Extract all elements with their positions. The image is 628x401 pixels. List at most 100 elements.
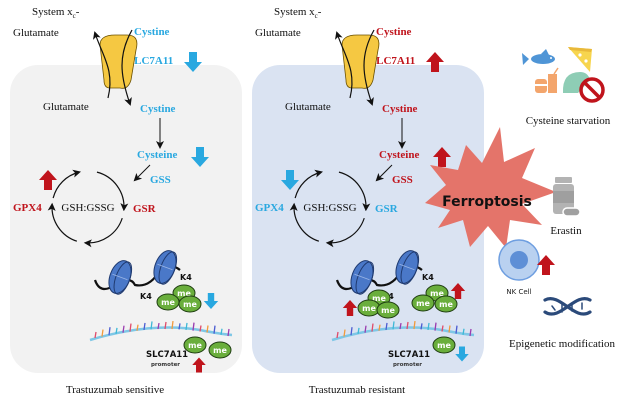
gsr-label: GSR xyxy=(133,203,157,215)
h3k4-methyl-group-icon: me xyxy=(357,299,381,317)
promoter-base-tick xyxy=(199,325,202,332)
h3k4-methyl-group-icon: me xyxy=(376,301,400,319)
promoter-base-tick xyxy=(455,325,458,334)
promoter-base-tick xyxy=(385,322,388,331)
promoter-base-tick xyxy=(371,323,374,332)
gsh-gssg-label: GSH:GSSG xyxy=(61,202,114,214)
promoter-base-tick xyxy=(94,331,97,339)
burger-drink-icon xyxy=(534,67,559,93)
promoter-base-tick xyxy=(220,328,223,335)
glutamate-export-arrow xyxy=(335,31,353,99)
slc7a11-label: SLC7A11 xyxy=(370,55,415,67)
h3k4-methyl-group-icon: me xyxy=(411,294,435,312)
promoter-base-tick xyxy=(441,325,444,332)
histone-line xyxy=(112,273,128,281)
gsh-gssg-cycle xyxy=(289,169,371,248)
system-xc-label: System xc- xyxy=(32,6,80,20)
histone-line xyxy=(157,263,173,271)
cystine-import-arrow xyxy=(121,29,133,106)
promoter-methyl-group-icon: me xyxy=(432,336,456,354)
slc7a11-down-arrow-icon xyxy=(184,52,202,72)
glutamate-intracellular-label: Glutamate xyxy=(43,101,89,113)
gpx4-up-arrow-icon-shape xyxy=(39,170,57,190)
gpx4-down-arrow-icon xyxy=(281,170,299,190)
methyl-label: me xyxy=(439,300,453,309)
methyl-label: me xyxy=(430,289,444,298)
methyl-label: me xyxy=(213,346,227,355)
pizza-icon xyxy=(568,47,592,72)
promoter-base-tick xyxy=(448,325,451,333)
h3k4-label-a: K4 xyxy=(140,292,152,301)
slc7a11-down-arrow-icon-shape xyxy=(184,52,202,72)
cycle-arc-bottom-left xyxy=(289,202,320,242)
slc7a11-promoter-dna-icon xyxy=(89,321,233,342)
panel-caption-sensitive: Trastuzumab sensitive xyxy=(66,384,164,396)
methyl-shape xyxy=(432,336,456,354)
promoter-base-tick xyxy=(171,321,174,330)
cysteine-down-arrow-icon xyxy=(191,147,209,167)
cysteine-label: Cysteine xyxy=(379,149,419,161)
promoter-base-tick xyxy=(434,322,437,331)
epigenetic-modification-label: Epigenetic modification xyxy=(509,338,615,350)
promoter-base-tick xyxy=(462,328,465,335)
cysteine-label: Cysteine xyxy=(137,149,177,161)
promoter-base-tick xyxy=(185,322,188,331)
gss-label: GSS xyxy=(150,174,171,186)
cysteine-down-arrow-icon-shape xyxy=(191,147,209,167)
nk-arrow-shape xyxy=(537,255,555,275)
h3k4-methyl-group-icon: me xyxy=(434,295,458,313)
promoter-base-tick xyxy=(115,327,118,334)
erastin-label: Erastin xyxy=(550,225,582,237)
slc7a11-promoter-dna-icon xyxy=(331,321,475,342)
cysteine-up-arrow-icon-shape xyxy=(433,147,451,167)
promoter-base-tick xyxy=(150,321,153,330)
fish-icon xyxy=(522,49,555,65)
glutamate-extracellular-label: Glutamate xyxy=(255,27,301,39)
methyl-shape xyxy=(208,341,232,359)
promoter-base-tick xyxy=(206,325,209,333)
promoter-label: promoter xyxy=(151,362,180,368)
promoter-base-tick xyxy=(157,322,160,330)
promoter-methyl-up-arrow-icon-shape xyxy=(192,357,206,373)
methyl-label: me xyxy=(416,299,430,308)
promoter-base-tick xyxy=(227,328,230,337)
cycle-arc-top-left xyxy=(294,169,323,199)
promoter-strand xyxy=(89,326,233,342)
cysteine-to-gsh-arrow xyxy=(375,164,393,182)
chromatin-nucleosomes-icon xyxy=(335,250,423,295)
methyl-label: me xyxy=(161,298,175,307)
glutamate-export-arrow xyxy=(93,31,111,99)
promoter-methyl-group-icon: me xyxy=(183,336,207,354)
promoter-base-tick xyxy=(178,323,181,330)
promoter-base-tick xyxy=(427,322,430,331)
system-xc-transporter-icon xyxy=(335,29,380,106)
slc7a11-promoter-gene-label: SLC7A11 xyxy=(146,350,188,360)
promoter-base-tick xyxy=(350,327,353,336)
methyl-shape xyxy=(376,301,400,319)
prohibited-icon xyxy=(579,77,605,103)
methyl-label: me xyxy=(177,289,191,298)
cycle-arc-top-left xyxy=(52,169,81,199)
slc7a11-label: SLC7A11 xyxy=(128,55,173,67)
glutamate-intracellular-label: Glutamate xyxy=(285,101,331,113)
promoter-base-tick xyxy=(364,325,367,333)
promoter-methyl-down-arrow-icon-shape xyxy=(455,346,469,362)
nucleosome-0 xyxy=(350,260,375,295)
promoter-base-tick xyxy=(213,325,216,334)
taco-icon xyxy=(562,72,590,93)
nucleosome-1 xyxy=(153,250,178,285)
chromatin-nucleosomes-icon xyxy=(93,250,181,295)
cystine-intracellular-label: Cystine xyxy=(140,103,176,115)
gpx4-label: GPX4 xyxy=(255,202,284,214)
cystine-extracellular-label: Cystine xyxy=(134,26,170,38)
nk-cell-icon xyxy=(498,239,540,281)
gsh-gssg-label: GSH:GSSG xyxy=(303,202,356,214)
nucleosome-1 xyxy=(395,250,420,285)
cysteine-starvation-label: Cysteine starvation xyxy=(526,115,611,127)
h3k4-label-b: K4 xyxy=(422,273,434,282)
gsr-label: GSR xyxy=(375,203,399,215)
promoter-base-tick xyxy=(413,321,416,330)
cysteine-to-gsh-arrow xyxy=(133,164,151,182)
h3k4-methyl-group-icon: me xyxy=(178,295,202,313)
